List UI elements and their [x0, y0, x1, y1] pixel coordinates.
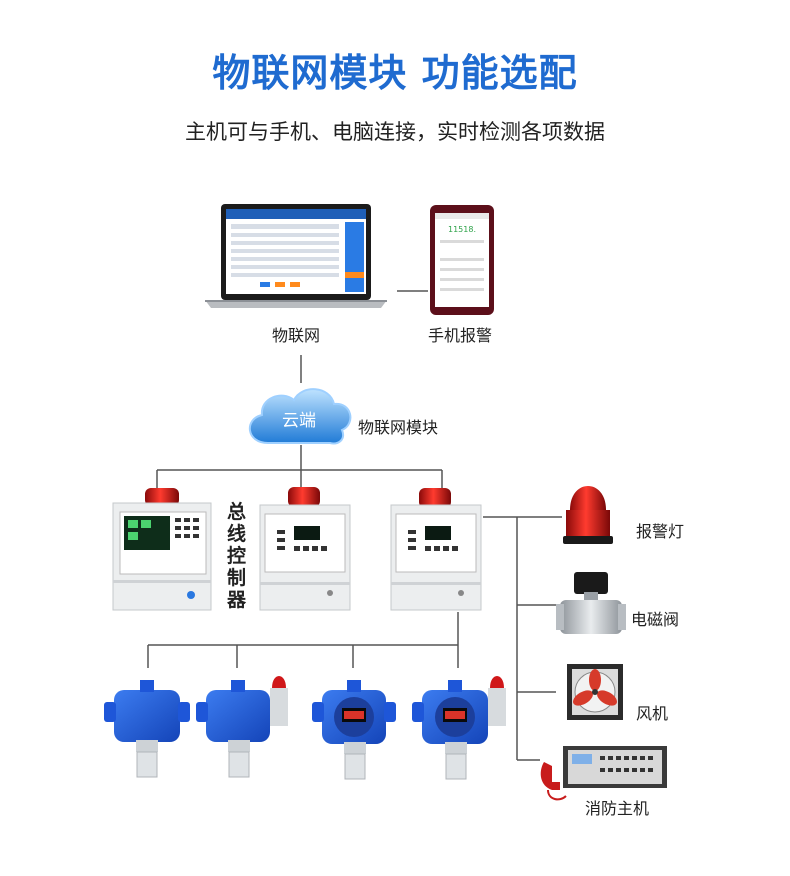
phone-image: [430, 205, 494, 315]
cloud-label: 云端: [282, 411, 316, 431]
fan-label: 风机: [636, 700, 668, 724]
gas-detector-3: [312, 680, 396, 779]
phone-reading: 11518.: [448, 225, 476, 234]
fire-host-image: [541, 746, 667, 799]
controller-panel-large: [113, 488, 211, 610]
solenoid-valve-label: 电磁阀: [631, 606, 679, 630]
phone-alarm-label: 手机报警: [428, 322, 492, 346]
controller-panel-middle: [260, 487, 350, 610]
gas-detector-2: [196, 676, 288, 777]
fan-image: [567, 664, 623, 720]
alarm-light-image: [563, 486, 613, 544]
laptop-image: [205, 204, 387, 308]
fire-host-label: 消防主机: [585, 795, 649, 819]
iot-module-label: 物联网模块: [358, 414, 438, 438]
controller-panel-right: [391, 488, 481, 610]
iot-label: 物联网: [272, 322, 320, 346]
solenoid-valve-image: [556, 572, 626, 634]
alarm-light-label: 报警灯: [636, 518, 684, 542]
bus-controller-label: 总线控制器: [227, 501, 249, 611]
gas-detector-1: [104, 680, 190, 777]
gas-detector-4: [412, 676, 506, 779]
